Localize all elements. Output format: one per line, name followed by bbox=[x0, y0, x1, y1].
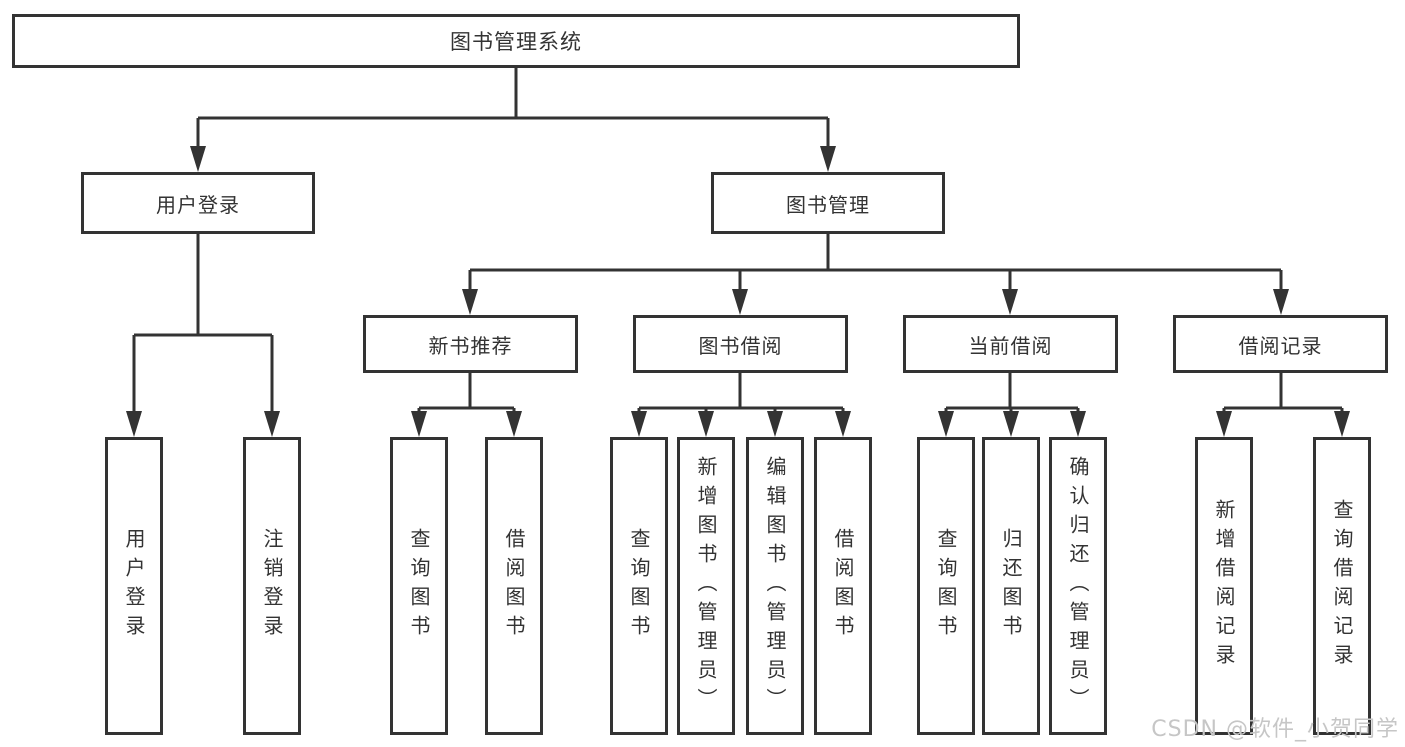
node-label: 图书管理 bbox=[786, 192, 870, 217]
node-current-borrowing: 当前借阅 bbox=[903, 315, 1118, 373]
leaf-current-query-books: 查询图书 bbox=[917, 437, 975, 735]
node-label: 新书推荐 bbox=[428, 333, 513, 358]
node-label: 查询图书 bbox=[407, 528, 431, 644]
node-label: 新增借阅记录 bbox=[1212, 499, 1236, 673]
leaf-rec-borrow-books: 借阅图书 bbox=[485, 437, 543, 735]
node-label: 查询图书 bbox=[934, 528, 958, 644]
arrowhead bbox=[126, 411, 142, 437]
arrowhead bbox=[506, 411, 522, 437]
arrowhead bbox=[1334, 411, 1350, 437]
node-label: 归还图书 bbox=[999, 528, 1023, 644]
leaf-borrow-books: 借阅图书 bbox=[814, 437, 872, 735]
connector-root bbox=[190, 68, 836, 172]
arrowhead bbox=[698, 411, 714, 437]
arrowhead bbox=[462, 289, 478, 315]
arrowhead bbox=[1216, 411, 1232, 437]
leaf-edit-books-admin: 编辑图书（管理员） bbox=[746, 437, 804, 735]
arrowhead bbox=[1070, 411, 1086, 437]
connector-current-borrow bbox=[938, 373, 1086, 437]
leaf-confirm-return-admin: 确认归还（管理员） bbox=[1049, 437, 1107, 735]
leaf-borrow-query-books: 查询图书 bbox=[610, 437, 668, 735]
arrowhead bbox=[1003, 411, 1019, 437]
node-book-borrowing: 图书借阅 bbox=[633, 315, 848, 373]
arrowhead bbox=[820, 146, 836, 172]
node-new-book-recommend: 新书推荐 bbox=[363, 315, 578, 373]
arrowhead bbox=[411, 411, 427, 437]
leaf-return-books: 归还图书 bbox=[982, 437, 1040, 735]
node-label: 借阅图书 bbox=[831, 528, 855, 644]
node-label: 用户登录 bbox=[122, 528, 146, 644]
node-label: 图书管理系统 bbox=[450, 30, 582, 54]
connector-borrow-records bbox=[1216, 373, 1350, 437]
connector-new-book-rec bbox=[411, 373, 522, 437]
node-label: 注销登录 bbox=[260, 528, 284, 644]
watermark: CSDN @软件_小贺同学 bbox=[1151, 717, 1399, 742]
arrowhead bbox=[767, 411, 783, 437]
node-label: 用户登录 bbox=[156, 192, 240, 217]
node-label: 借阅图书 bbox=[502, 528, 526, 644]
node-label: 编辑图书（管理员） bbox=[763, 455, 787, 717]
arrowhead bbox=[631, 411, 647, 437]
node-label: 新增图书（管理员） bbox=[694, 455, 718, 717]
leaf-query-borrow-record: 查询借阅记录 bbox=[1313, 437, 1371, 735]
leaf-add-borrow-record: 新增借阅记录 bbox=[1195, 437, 1253, 735]
node-label: 查询借阅记录 bbox=[1330, 499, 1354, 673]
arrowhead bbox=[835, 411, 851, 437]
arrowhead bbox=[938, 411, 954, 437]
node-label: 当前借阅 bbox=[968, 333, 1053, 358]
node-user-login: 用户登录 bbox=[81, 172, 315, 234]
arrowhead bbox=[190, 146, 206, 172]
connector-book-borrow bbox=[631, 373, 851, 437]
connector-book-management bbox=[462, 234, 1289, 315]
node-borrow-records: 借阅记录 bbox=[1173, 315, 1388, 373]
node-label: 图书借阅 bbox=[698, 333, 783, 358]
leaf-rec-query-books: 查询图书 bbox=[390, 437, 448, 735]
arrowhead bbox=[264, 411, 280, 437]
leaf-user-login: 用户登录 bbox=[105, 437, 163, 735]
node-label: 查询图书 bbox=[627, 528, 651, 644]
leaf-logout: 注销登录 bbox=[243, 437, 301, 735]
leaf-add-books-admin: 新增图书（管理员） bbox=[677, 437, 735, 735]
node-book-management: 图书管理 bbox=[711, 172, 945, 234]
node-label: 借阅记录 bbox=[1238, 333, 1323, 358]
node-label: 确认归还（管理员） bbox=[1066, 455, 1090, 717]
node-system-root: 图书管理系统 bbox=[12, 14, 1020, 68]
connector-user-login bbox=[126, 234, 280, 437]
arrowhead bbox=[1002, 289, 1018, 315]
arrowhead bbox=[1273, 289, 1289, 315]
arrowhead bbox=[732, 289, 748, 315]
